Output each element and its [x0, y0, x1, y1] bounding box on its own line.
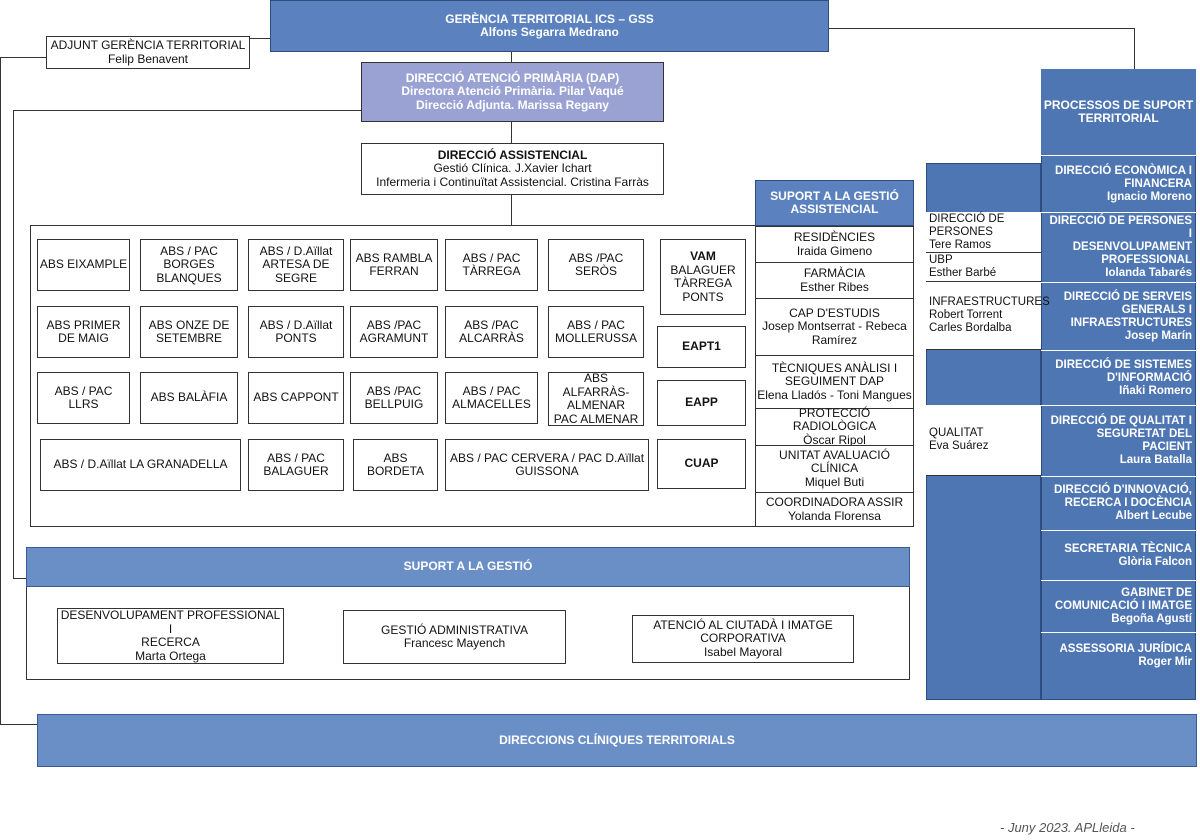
abs-box: ABS / PAC TÀRREGA — [445, 239, 538, 291]
abs-box: ABS / PAC BORGES BLANQUES — [140, 239, 238, 291]
abs-box: ABS ONZE DE SETEMBRE — [140, 306, 238, 358]
suport-assistencial-item: PROTECCIÓ RADIOLÒGICA Òscar Ripol — [755, 406, 914, 446]
connector — [511, 195, 512, 225]
abs-box: ABS / PAC BALAGUER — [248, 439, 344, 491]
abs-box: ABS BALÀFIA — [140, 372, 238, 424]
assistencial-line-1: Gestió Clínica. J.Xavier Ichart — [433, 161, 592, 176]
suport-gestio-item: ATENCIÓ AL CIUTADÀ I IMATGE CORPORATIVA … — [632, 615, 854, 663]
vam-title: VAM — [690, 249, 716, 263]
vam-body: BALAGUER TÀRREGA PONTS — [670, 262, 736, 304]
suport-assistencial-item: COORDINADORA ASSIR Yolanda Florensa — [755, 492, 914, 527]
abs-box: ABS / PAC CERVERA / PAC D.Aïllat GUISSON… — [445, 439, 649, 491]
eapp-box: EAPP — [657, 380, 746, 426]
right-item: DIRECCIÓ DE QUALITAT I SEGURETAT DEL PAC… — [1041, 405, 1196, 476]
cuap-box: CUAP — [657, 439, 746, 489]
suport-gestio-item: GESTIÓ ADMINISTRATIVA Francesc Mayench — [343, 610, 566, 664]
direccions-cliniques-box: DIRECCIONS CLÍNIQUES TERRITORIALS — [37, 714, 1197, 767]
connector — [13, 110, 14, 579]
connector — [13, 110, 361, 111]
abs-box: ABS / D.Aïllat LA GRANADELLA — [40, 439, 241, 491]
suport-assistencial-item: RESIDÈNCIES Iraida Gimeno — [755, 226, 914, 263]
connector — [829, 28, 1135, 29]
gerencia-title: GERÈNCIA TERRITORIAL ICS – GSS — [445, 11, 654, 26]
connector — [511, 122, 512, 143]
eapt1-box: EAPT1 — [657, 326, 746, 368]
abs-box: ABS / D.Aïllat PONTS — [248, 306, 344, 358]
adjunt-gerencia-box: ADJUNT GERÈNCIA TERRITORIAL Felip Benave… — [46, 36, 250, 69]
vam-box: VAM BALAGUER TÀRREGA PONTS — [660, 239, 746, 315]
abs-box: ABS /PAC ALCARRÀS — [445, 306, 538, 358]
abs-box: ABS / PAC ALMACELLES — [445, 372, 538, 424]
dap-line-2: Direcció Adjunta. Marissa Regany — [416, 97, 609, 112]
abs-box: ABS / PAC LLRS — [37, 372, 130, 424]
assistencial-title: DIRECCIÓ ASSISTENCIAL — [437, 147, 588, 162]
abs-box: ABS / PAC MOLLERUSSA — [548, 306, 644, 358]
abs-box: ABS / D.Aïllat ARTESA DE SEGRE — [248, 239, 344, 291]
abs-box: ABS ALFARRÀS- ALMENAR PAC ALMENAR — [548, 371, 644, 426]
right-column-bg — [1041, 69, 1196, 700]
connector — [13, 578, 26, 579]
connector — [511, 52, 512, 62]
right-item: DIRECCIÓ DE SERVEIS GENERALS I INFRAESTR… — [1041, 282, 1196, 350]
suport-gestio-header: SUPORT A LA GESTIÓ — [26, 547, 910, 587]
suport-assistencial-item: CAP D'ESTUDIS Josep Montserrat - Rebeca … — [755, 298, 914, 356]
connector — [0, 57, 46, 58]
suport-assistencial-item: FARMÀCIA Esther Ribes — [755, 262, 914, 299]
dap-box: DIRECCIÓ ATENCIÓ PRIMÀRIA (DAP) Director… — [361, 62, 664, 122]
right-item: DIRECCIÓ D'INNOVACIÓ, RECERCA I DOCÈNCIA… — [1041, 476, 1196, 530]
abs-box: ABS /PAC BELLPUIG — [350, 372, 438, 424]
connector — [0, 724, 38, 725]
direccio-assistencial-box: DIRECCIÓ ASSISTENCIAL Gestió Clínica. J.… — [361, 143, 664, 195]
connector — [1134, 28, 1135, 69]
abs-box: ABS CAPPONT — [248, 372, 344, 424]
footer-note: - Juny 2023. APLleida - — [1000, 820, 1135, 835]
abs-box: ABS RAMBLA FERRAN — [350, 239, 438, 291]
suport-assistencial-item: UNITAT AVALUACIÓ CLÍNICA Miquel Buti — [755, 445, 914, 493]
gerencia-name: Alfons Segarra Medrano — [480, 25, 619, 39]
gerencia-territorial-box: GERÈNCIA TERRITORIAL ICS – GSS Alfons Se… — [270, 0, 829, 52]
adjunt-name: Felip Benavent — [107, 51, 189, 66]
assistencial-line-2: Infermeria i Continuïtat Assistencial. C… — [376, 174, 649, 189]
connector — [0, 57, 1, 725]
abs-box: ABS /PAC AGRAMUNT — [350, 306, 438, 358]
abs-box: ABS EIXAMPLE — [37, 239, 130, 291]
abs-box: ABS /PAC SERÒS — [548, 239, 644, 291]
suport-gestio-item: DESENVOLUPAMENT PROFESSIONAL I RECERCA M… — [57, 608, 284, 664]
abs-box: ABS BORDETA — [353, 439, 438, 491]
suport-assistencial-header: SUPORT A LA GESTIÓ ASSISTENCIAL — [755, 180, 914, 226]
processos-header: PROCESSOS DE SUPORT TERRITORIAL — [1041, 69, 1196, 155]
connector — [250, 38, 270, 39]
adjunt-title: ADJUNT GERÈNCIA TERRITORIAL — [50, 38, 246, 52]
abs-box: ABS PRIMER DE MAIG — [37, 306, 130, 358]
dap-line-1: Directora Atenció Primària. Pilar Vaqué — [401, 84, 624, 99]
right-item: DIRECCIÓ DE PERSONES I DESENVOLUPAMENT P… — [1041, 212, 1196, 282]
suport-assistencial-item: TÈCNIQUES ANÀLISI I SEGUIMENT DAP Elena … — [755, 355, 914, 409]
dap-title: DIRECCIÓ ATENCIÓ PRIMÀRIA (DAP) — [405, 70, 620, 85]
